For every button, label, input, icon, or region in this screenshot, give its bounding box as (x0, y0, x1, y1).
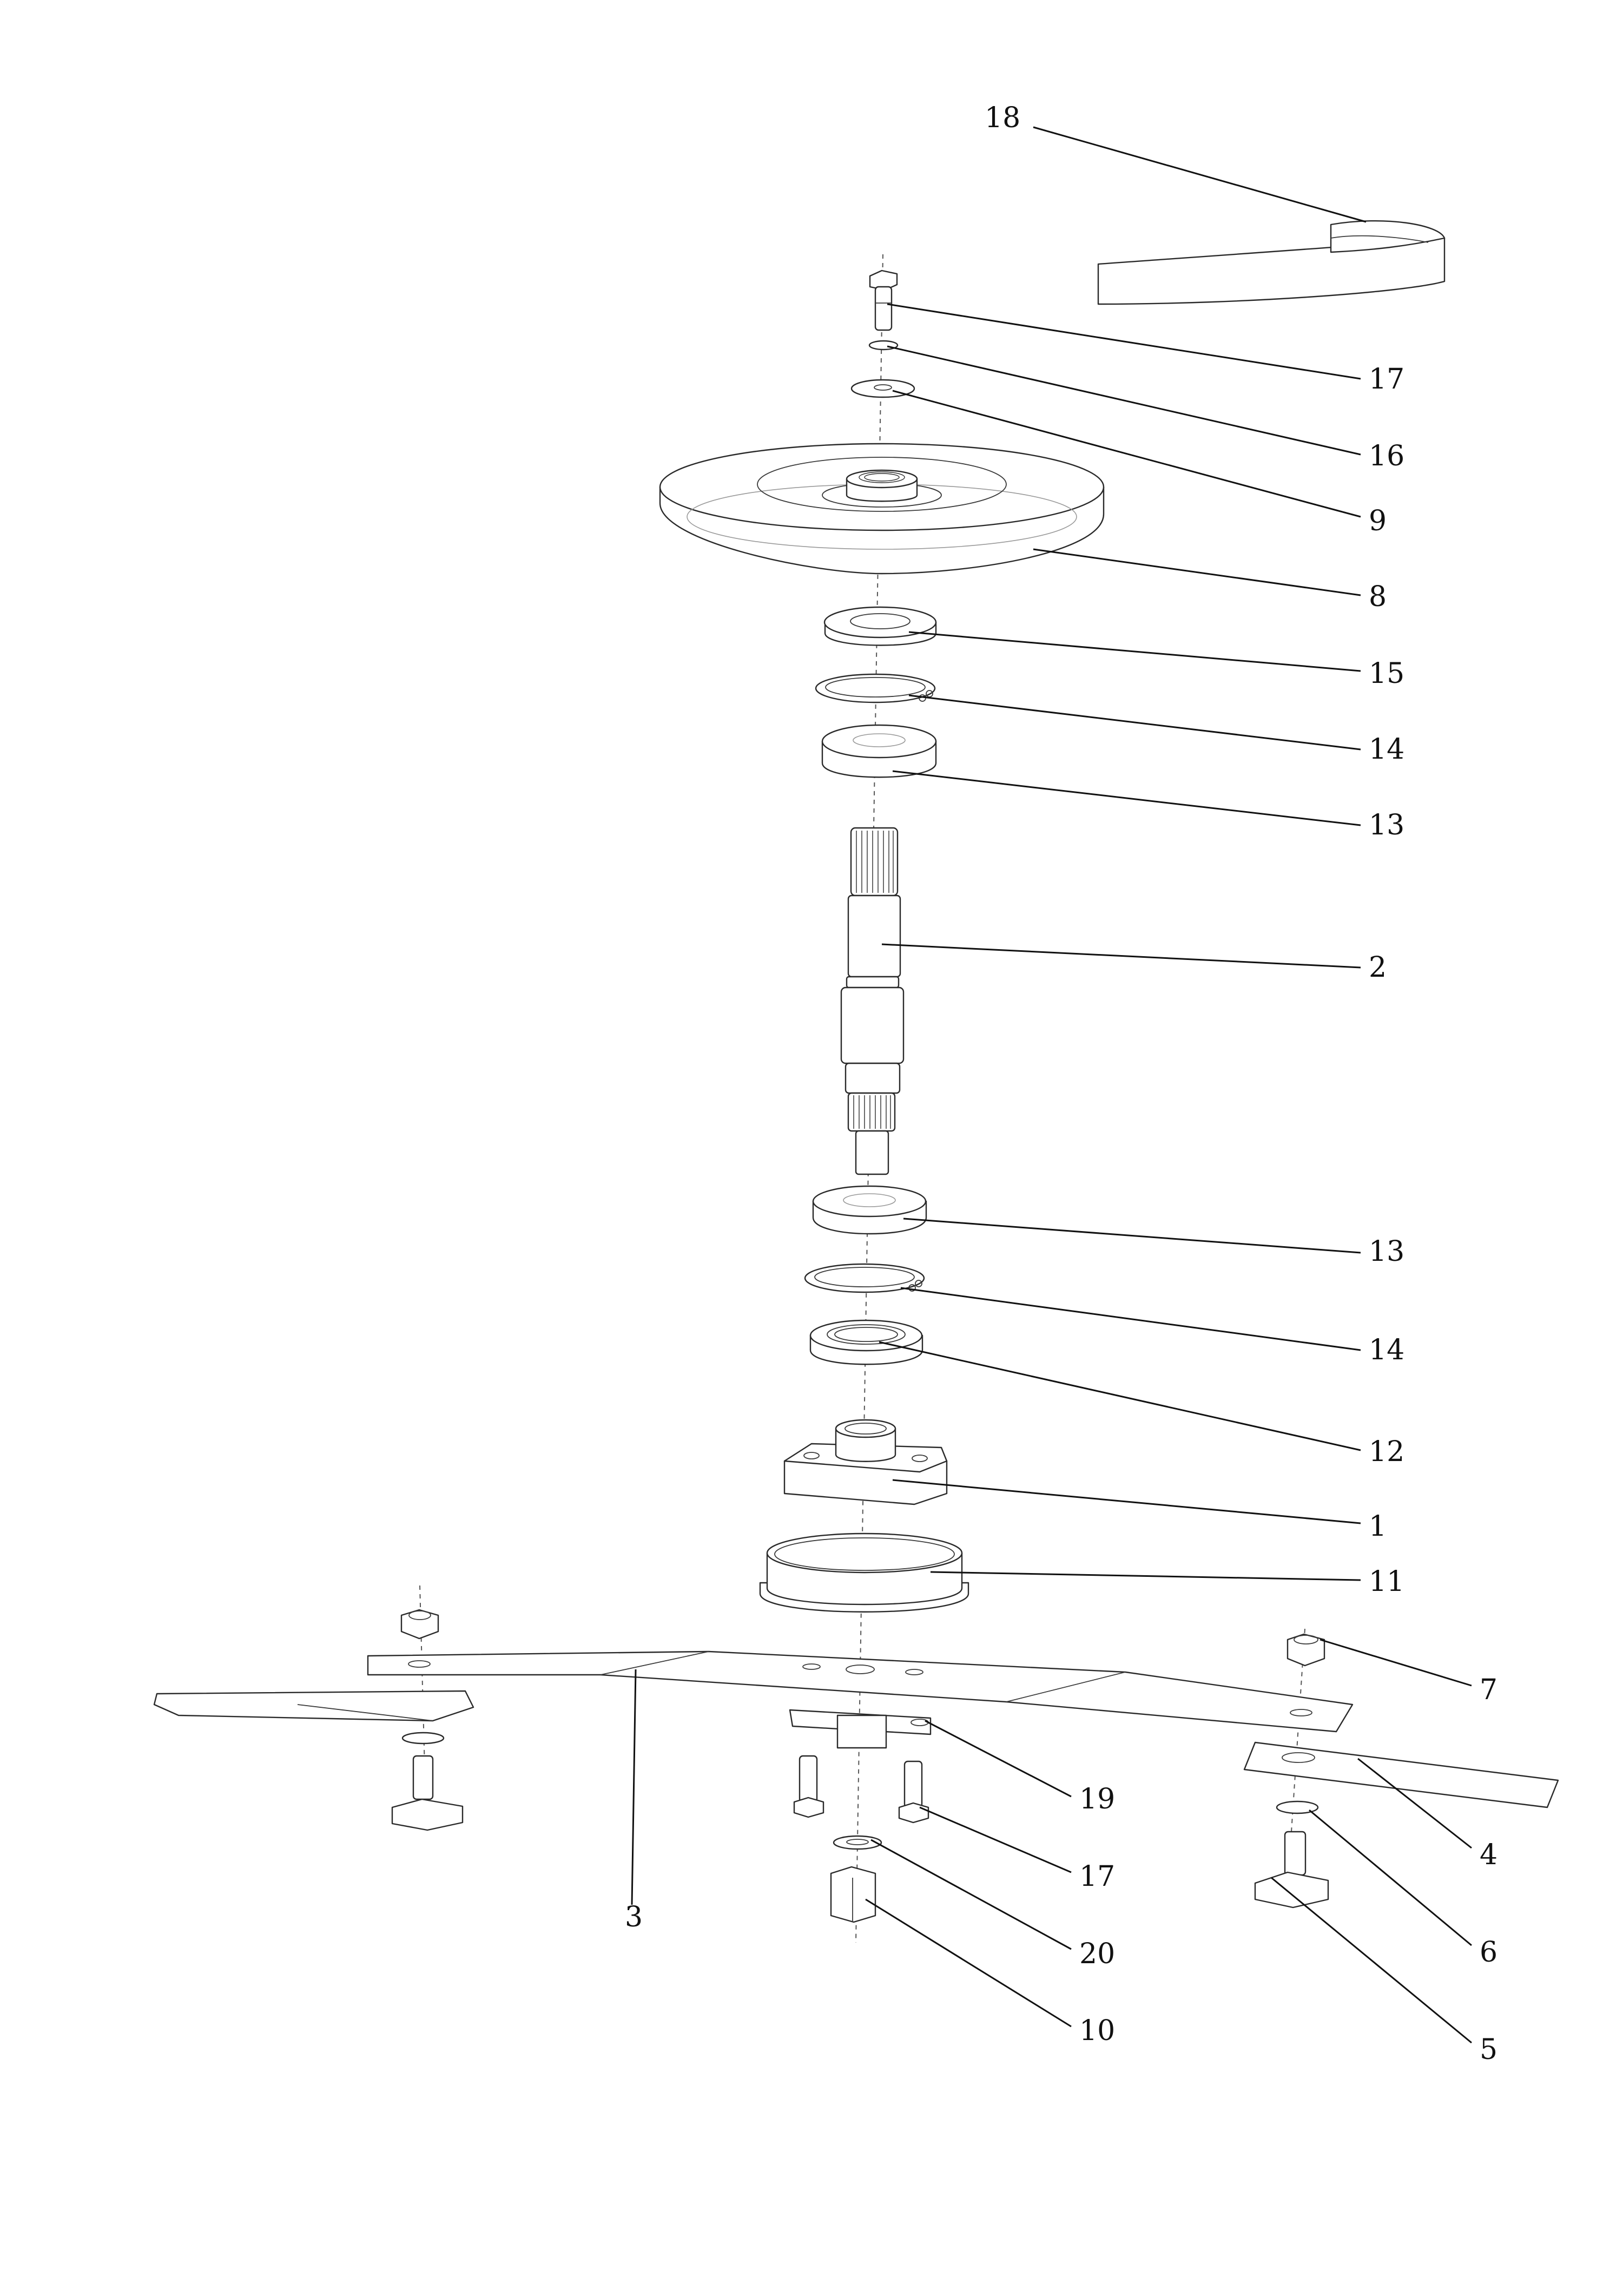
leader-13-upper (892, 770, 1361, 826)
leader-1 (892, 1479, 1361, 1524)
leader-7 (1319, 1639, 1472, 1687)
callout-17-top: 17 (1369, 363, 1404, 396)
part-14-snap-ring-lower (804, 1263, 925, 1293)
leader-5 (1271, 1877, 1472, 2044)
callout-labels: 18 17 16 9 8 15 14 13 2 13 14 12 1 11 7 … (625, 102, 1497, 2066)
leader-18 (1033, 126, 1367, 223)
leader-20 (870, 1839, 1072, 1950)
callout-4: 4 (1480, 1839, 1497, 1871)
callout-17-lower: 17 (1079, 1860, 1115, 1893)
callout-13-upper: 13 (1369, 809, 1404, 841)
part-14-snap-ring-upper (815, 673, 936, 703)
callout-15: 15 (1369, 657, 1404, 690)
part-10-nut (830, 1866, 876, 1923)
callout-6: 6 (1480, 1936, 1497, 1969)
callout-1: 1 (1369, 1510, 1387, 1543)
left-nut (400, 1609, 439, 1640)
callout-13-lower: 13 (1369, 1235, 1404, 1268)
part-13-bearing-upper (821, 724, 937, 778)
part-5-right-bolt (1254, 1831, 1329, 1909)
part-17-top-bolt (869, 269, 898, 331)
callout-8: 8 (1369, 581, 1387, 613)
leader-10 (865, 1898, 1072, 2028)
part-8-pulley (659, 443, 1105, 575)
callout-19: 19 (1079, 1783, 1115, 1815)
part-1-housing (783, 1419, 948, 1505)
callout-14-upper: 14 (1369, 733, 1404, 766)
part-15-spacer (823, 606, 937, 646)
leader-15 (908, 631, 1361, 672)
part-12-seal (809, 1319, 923, 1365)
leader-9 (892, 390, 1361, 518)
leader-3 (631, 1669, 637, 1905)
callout-9: 9 (1369, 505, 1387, 537)
part-11-sleeve (759, 1532, 969, 1613)
part-3-blade-assembly (153, 1650, 1559, 1808)
callout-16: 16 (1369, 440, 1404, 472)
callout-3: 3 (625, 1901, 643, 1933)
part-17-lower-bolt-right (898, 1760, 929, 1824)
leader-13-lower (903, 1218, 1361, 1254)
leader-14-upper (908, 694, 1361, 751)
part-6-washer (1276, 1800, 1319, 1814)
leader-16 (887, 345, 1361, 456)
leader-17-top (887, 303, 1361, 380)
leader-2 (881, 943, 1361, 969)
leader-17-lower (919, 1806, 1072, 1873)
left-bolt (391, 1755, 464, 1831)
leader-19 (925, 1720, 1072, 1798)
leader-8 (1033, 548, 1361, 596)
callout-11: 11 (1369, 1565, 1404, 1598)
callout-12: 12 (1369, 1436, 1404, 1468)
callout-7: 7 (1480, 1674, 1497, 1706)
leader-14-lower (900, 1287, 1361, 1351)
leader-12 (879, 1341, 1361, 1451)
callout-20: 20 (1079, 1938, 1115, 1970)
part-18-belt-guard (1097, 220, 1446, 305)
leader-4 (1357, 1758, 1472, 1849)
callout-5: 5 (1480, 2034, 1497, 2066)
part-13-bearing-lower (812, 1185, 927, 1235)
part-19-bracket (789, 1709, 932, 1749)
callout-14-lower: 14 (1369, 1334, 1404, 1366)
part-20-washer (833, 1835, 882, 1850)
part-2-shaft (840, 827, 905, 1175)
part-7-right-nut (1286, 1633, 1325, 1667)
callout-2: 2 (1369, 951, 1387, 984)
leader-lines (631, 126, 1472, 2044)
callout-18: 18 (985, 102, 1020, 134)
leader-11 (930, 1571, 1361, 1581)
left-washer (401, 1732, 445, 1745)
leader-6 (1309, 1809, 1472, 1946)
callout-10: 10 (1079, 2015, 1115, 2047)
part-17-lower-bolt-left (793, 1755, 824, 1818)
